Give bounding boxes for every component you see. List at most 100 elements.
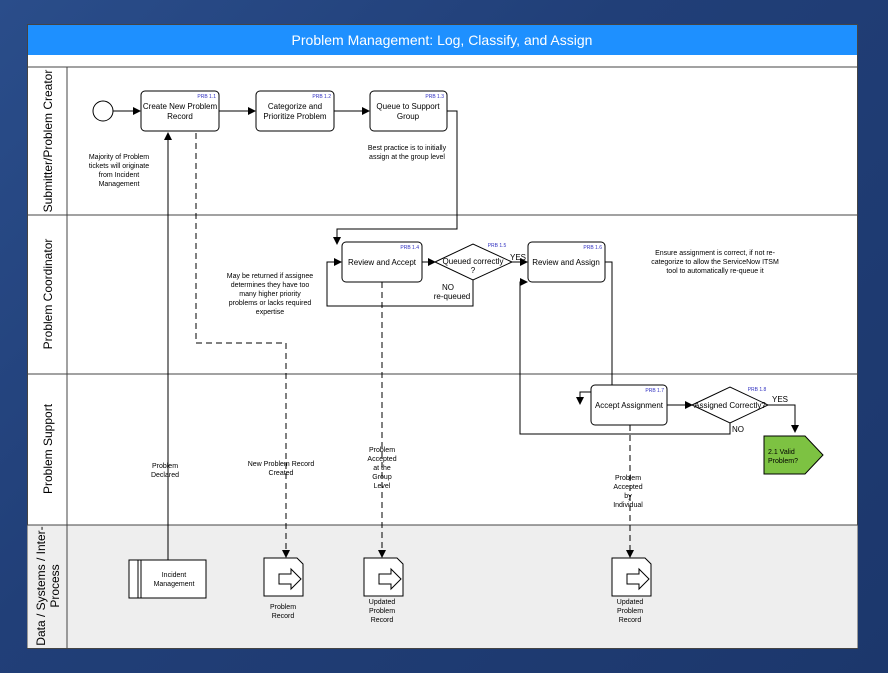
lane-label-support: Problem Support bbox=[41, 403, 55, 494]
data-label-line2: Management bbox=[154, 581, 195, 588]
note-majority: Majority of Problem tickets will origina… bbox=[89, 154, 149, 188]
step-label-line1: Categorize and bbox=[268, 102, 322, 111]
offpage-shape bbox=[763, 435, 824, 475]
note-line: Accepted bbox=[613, 484, 642, 491]
step-id: PRB 1.2 bbox=[312, 94, 331, 100]
offpage-label-line1: 2.1 Valid bbox=[768, 449, 795, 456]
decision-label-line1: Assigned Correctly? bbox=[694, 401, 766, 410]
data-label-line3: Record bbox=[371, 617, 394, 624]
note-line: May be returned if assignee bbox=[227, 273, 313, 280]
note-line: Group bbox=[372, 474, 392, 481]
note-line: Level bbox=[374, 483, 391, 490]
flowchart-canvas: Problem Management: Log, Classify, and A… bbox=[27, 24, 858, 649]
data-updated-record-doc-2: Updated Problem Record bbox=[611, 557, 652, 624]
data-problem-record-doc: Problem Record bbox=[263, 557, 304, 620]
data-label-line2: Problem bbox=[617, 608, 643, 615]
step-id: PRB 1.1 bbox=[197, 94, 216, 100]
step-prb-1-4: PRB 1.4 Review and Accept bbox=[341, 241, 423, 283]
data-label-line2: Problem bbox=[369, 608, 395, 615]
note-accepted-individual: Problem Accepted by Individual bbox=[613, 475, 643, 509]
start-event-circle bbox=[92, 100, 114, 122]
note-line: tickets will originate bbox=[89, 163, 149, 170]
note-line: New Problem Record bbox=[248, 461, 315, 468]
document-arrow-icon bbox=[378, 567, 402, 591]
note-line: Management bbox=[99, 181, 140, 188]
note-line: Best practice is to initially bbox=[368, 145, 447, 152]
flowchart-svg: Problem Management: Log, Classify, and A… bbox=[27, 24, 858, 649]
step-id: PRB 1.4 bbox=[400, 245, 419, 251]
connector-1-5-no-loop bbox=[326, 258, 474, 307]
offpage-label-line2: Problem? bbox=[768, 458, 798, 465]
step-prb-1-2: PRB 1.2 Categorize and Prioritize Proble… bbox=[255, 90, 335, 132]
note-line: Problem bbox=[615, 475, 641, 482]
step-id: PRB 1.3 bbox=[425, 94, 444, 100]
note-line: by bbox=[624, 493, 632, 500]
note-line: expertise bbox=[256, 309, 285, 316]
decision-diamond bbox=[433, 243, 514, 281]
step-prb-1-7: PRB 1.7 Accept Assignment bbox=[590, 384, 668, 426]
lane-label-data: Data / Systems / Inter- Process bbox=[34, 526, 62, 645]
branch-label-requeued-1-5: re-queued bbox=[434, 292, 470, 301]
note-line: Ensure assignment is correct, if not re- bbox=[655, 250, 775, 257]
branch-label-yes-1-8: YES bbox=[772, 395, 788, 404]
step-prb-1-1: PRB 1.1 Create New Problem Record bbox=[140, 90, 220, 132]
title-bar bbox=[28, 25, 857, 55]
document-arrow-icon bbox=[626, 567, 650, 591]
note-line: Majority of Problem bbox=[89, 154, 149, 161]
lane-label-data-line1: Data / Systems / Inter- bbox=[34, 526, 48, 645]
branch-label-no-1-5: NO bbox=[442, 283, 454, 292]
data-label-line3: Record bbox=[619, 617, 642, 624]
branch-label-no-1-8: NO bbox=[732, 425, 744, 434]
note-declared: Problem Declared bbox=[151, 463, 179, 479]
note-line: categorize to allow the ServiceNow ITSM bbox=[651, 259, 779, 266]
step-label-line1: Review and Assign bbox=[532, 258, 600, 267]
decision-diamond bbox=[690, 386, 770, 424]
note-best-practice: Best practice is to initially assign at … bbox=[368, 145, 447, 161]
note-line: at the bbox=[373, 465, 391, 472]
branch-label-yes-1-5: YES bbox=[510, 253, 526, 262]
step-label-line2: Prioritize Problem bbox=[263, 112, 326, 121]
decision-prb-1-5: PRB 1.5 Queued correctly ? bbox=[433, 243, 514, 281]
note-line: Created bbox=[269, 470, 294, 477]
step-id: PRB 1.8 bbox=[748, 387, 767, 393]
step-label-line1: Create New Problem bbox=[143, 102, 218, 111]
diagram-title: Problem Management: Log, Classify, and A… bbox=[292, 32, 593, 48]
note-line: assign at the group level bbox=[369, 154, 445, 161]
document-arrow-icon bbox=[278, 567, 302, 591]
data-updated-record-doc-1: Updated Problem Record bbox=[363, 557, 404, 624]
note-line: Declared bbox=[151, 472, 179, 479]
connector-1-8-no-loop bbox=[519, 278, 731, 435]
note-line: Problem bbox=[369, 447, 395, 454]
decision-prb-1-8: PRB 1.8 Assigned Correctly? bbox=[690, 386, 770, 424]
note-returned: May be returned if assignee determines t… bbox=[227, 273, 313, 316]
note-created: New Problem Record Created bbox=[248, 461, 315, 477]
note-line: determines they have too bbox=[231, 282, 310, 289]
note-line: many higher priority bbox=[239, 291, 301, 298]
connector-1-3-to-1-4 bbox=[333, 110, 458, 245]
connector-1-8-yes bbox=[768, 404, 799, 433]
data-label-line2: Record bbox=[272, 613, 295, 620]
lane-label-data-line2: Process bbox=[48, 564, 62, 607]
step-label-line2: Group bbox=[397, 112, 420, 121]
step-id: PRB 1.5 bbox=[488, 243, 507, 249]
lane-label-coordinator: Problem Coordinator bbox=[41, 239, 55, 350]
data-label-line1: Updated bbox=[369, 599, 396, 606]
connector-1-1-to-record bbox=[195, 133, 290, 558]
lane-label-submitter: Submitter/Problem Creator bbox=[41, 70, 55, 213]
data-label-line1: Incident bbox=[162, 572, 187, 579]
note-line: Individual bbox=[613, 502, 643, 509]
note-line: Problem bbox=[152, 463, 178, 470]
offpage-connector-2-1: 2.1 Valid Problem? bbox=[763, 435, 824, 475]
note-line: from Incident bbox=[99, 172, 140, 179]
step-label-line2: Record bbox=[167, 112, 193, 121]
note-line: Accepted bbox=[367, 456, 396, 463]
note-line: tool to automatically re-queue it bbox=[666, 268, 763, 275]
data-label-line1: Problem bbox=[270, 604, 296, 611]
note-ensure: Ensure assignment is correct, if not re-… bbox=[651, 250, 779, 275]
note-accepted-group: Problem Accepted at the Group Level bbox=[367, 447, 396, 490]
step-id: PRB 1.7 bbox=[645, 388, 664, 394]
step-id: PRB 1.6 bbox=[583, 245, 602, 251]
step-label-line1: Queue to Support bbox=[376, 102, 440, 111]
decision-label-line2: ? bbox=[471, 266, 476, 275]
